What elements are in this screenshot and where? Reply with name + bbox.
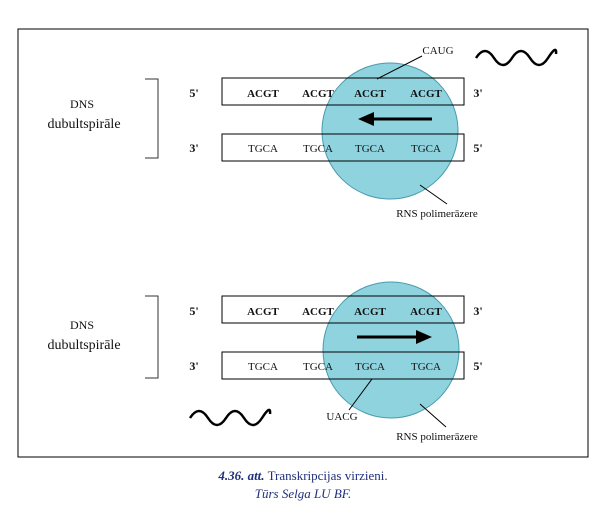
figure-caption: 4.36. att. Transkripcijas virzieni. (0, 468, 606, 484)
codon: TGCA (411, 143, 441, 155)
codon: ACGT (410, 88, 442, 100)
strand-end-3prime: 3' (473, 86, 482, 100)
enzyme-leader-line (419, 184, 448, 205)
codon: TGCA (248, 361, 278, 373)
mrna-wave-icon (474, 48, 558, 67)
mrna-wave-icon (188, 408, 272, 427)
figure-number: 4.36. att. (218, 468, 265, 483)
strand-end-5prime: 5' (189, 86, 198, 100)
codon: ACGT (354, 306, 386, 318)
enzyme-label: RNS polimerāzere (396, 431, 478, 443)
codon: TGCA (303, 361, 333, 373)
direction-arrow-right (357, 330, 432, 344)
codon: TGCA (411, 361, 441, 373)
codon: ACGT (247, 306, 279, 318)
codon: TGCA (355, 361, 385, 373)
dna-strand-top (221, 77, 465, 106)
dna-strand-top (221, 295, 465, 324)
codon: ACGT (302, 88, 334, 100)
strand-end-5prime: 5' (473, 141, 482, 155)
strand-end-5prime: 5' (189, 304, 198, 318)
strand-end-3prime: 3' (189, 359, 198, 373)
rna-polymerase-circle (321, 62, 459, 200)
dns-label-line2: dubultspirāle (47, 117, 120, 132)
dna-strand-bottom (221, 351, 465, 380)
rna-leader-line (376, 55, 423, 80)
direction-arrow-left (358, 112, 432, 126)
dns-bracket (145, 78, 159, 159)
rna-leader-line (348, 378, 373, 411)
enzyme-leader-line (419, 403, 447, 428)
dns-label-line2: dubultspirāle (47, 338, 120, 353)
panel-top: DNS dubultspirāle 5' 3' ACGT ACGT ACGT A… (47, 45, 558, 220)
figure-frame (17, 28, 589, 458)
dns-label-line1: DNS (70, 97, 94, 111)
codon: ACGT (302, 306, 334, 318)
codon: TGCA (248, 143, 278, 155)
rna-label: UACG (326, 411, 357, 423)
codon: TGCA (355, 143, 385, 155)
dns-label-line1: DNS (70, 318, 94, 332)
dns-bracket (145, 295, 159, 379)
figure-title: Transkripcijas virzieni. (267, 468, 388, 483)
codon: ACGT (354, 88, 386, 100)
panel-bottom: DNS dubultspirāle 5' 3' ACGT ACGT ACGT A… (47, 281, 483, 443)
codon: ACGT (410, 306, 442, 318)
enzyme-label: RNS polimerāzere (396, 208, 478, 220)
rna-polymerase-circle (322, 281, 460, 419)
strand-end-3prime: 3' (189, 141, 198, 155)
rna-label: CAUG (422, 45, 453, 57)
codon: TGCA (303, 143, 333, 155)
strand-end-3prime: 3' (473, 304, 482, 318)
figure-credit: Tūrs Selga LU BF. (254, 486, 352, 501)
codon: ACGT (247, 88, 279, 100)
strand-end-5prime: 5' (473, 359, 482, 373)
dna-strand-bottom (221, 133, 465, 162)
